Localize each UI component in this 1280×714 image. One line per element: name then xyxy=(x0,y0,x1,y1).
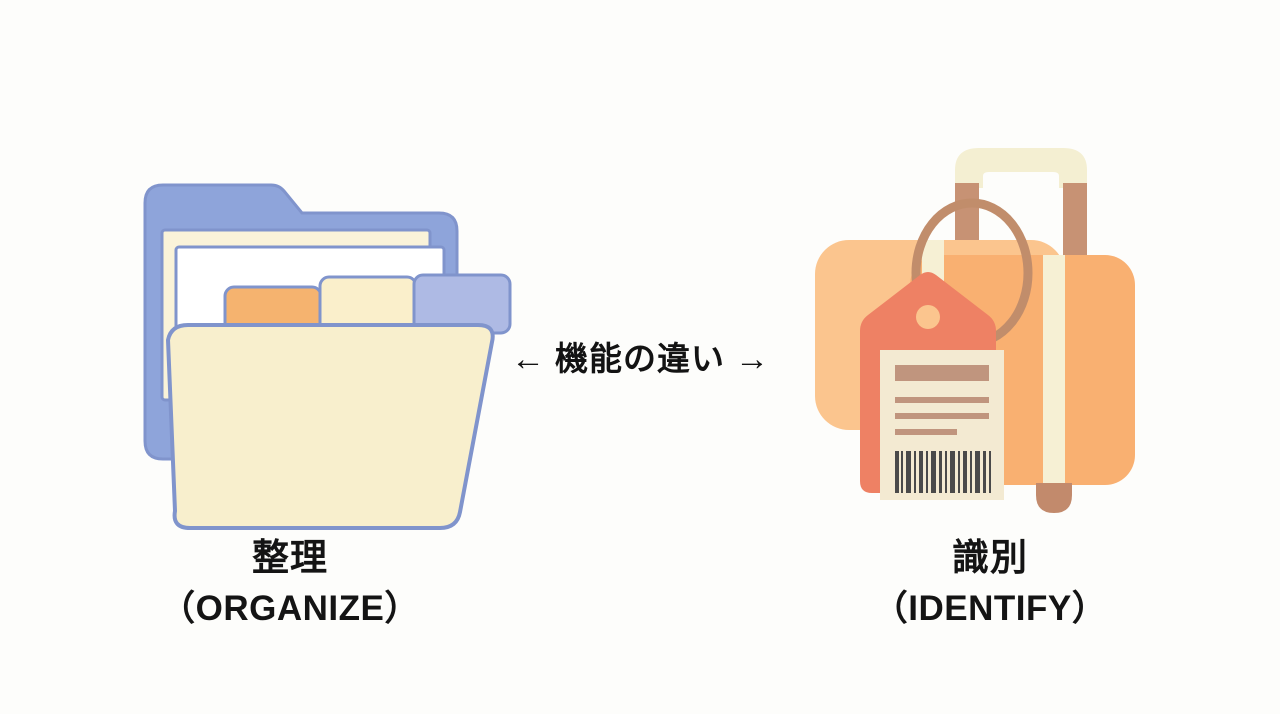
suitcase-stripe-right xyxy=(1043,255,1065,485)
arrow-right-icon: → xyxy=(735,340,769,378)
suitcase-wheel-icon xyxy=(1036,483,1072,513)
left-concept-panel: 整理 （ORGANIZE） xyxy=(40,0,540,714)
tag-label-title-bar xyxy=(895,365,989,381)
center-label-text: 機能の違い xyxy=(555,340,725,377)
right-caption: 識別 （IDENTIFY） xyxy=(740,535,1240,631)
arrow-left-icon: ← xyxy=(511,340,545,378)
right-concept-panel: 識別 （IDENTIFY） xyxy=(740,0,1240,714)
tag-hole-icon xyxy=(916,305,940,329)
tag-label-line-1 xyxy=(895,397,989,403)
open-folder-icon xyxy=(40,95,540,530)
folder-front-flap xyxy=(166,323,495,530)
suitcase-with-luggage-tag-icon xyxy=(740,95,1240,515)
handle-post-right xyxy=(1063,183,1087,268)
tag-barcode-icon xyxy=(895,451,991,493)
center-comparison-label: ← 機能の違い → xyxy=(440,332,840,380)
right-caption-en: （IDENTIFY） xyxy=(872,589,1108,629)
right-caption-jp: 識別 xyxy=(952,537,1028,578)
tag-label-line-3 xyxy=(895,429,957,435)
left-caption-en: （ORGANIZE） xyxy=(160,589,420,629)
left-caption: 整理 （ORGANIZE） xyxy=(40,535,540,631)
tag-label-line-2 xyxy=(895,413,989,419)
suitcase-handle-icon xyxy=(955,148,1087,188)
left-caption-jp: 整理 xyxy=(252,537,328,578)
